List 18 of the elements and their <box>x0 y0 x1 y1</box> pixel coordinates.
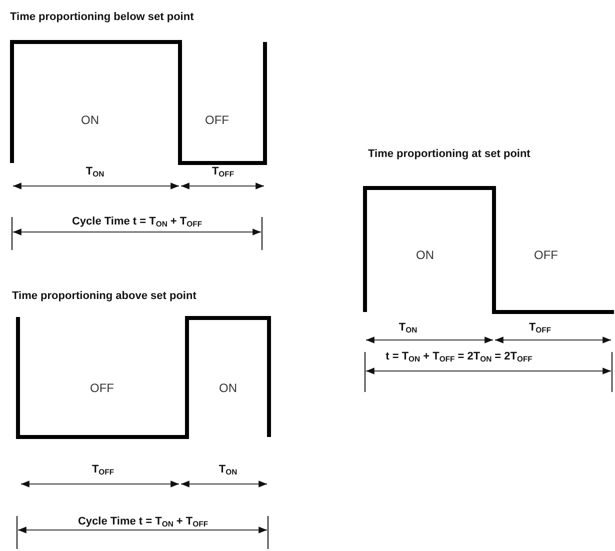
dimension-label: T$_{OFF}$ <box>528 322 552 334</box>
panel-title: Time proportioning below set point <box>10 11 194 23</box>
formula-label: t = T$_{ON}$ + T$_{OFF}$ = 2T$_{ON}$ = 2T$_{OFF}$ <box>386 350 532 364</box>
dimension-label: T$_{ON}$ <box>398 322 418 334</box>
state-label: ON <box>219 381 237 395</box>
dimension-label: T$_{ON}$ <box>218 464 238 476</box>
state-label: OFF <box>90 381 114 395</box>
state-label: ON <box>81 113 99 127</box>
panel-title: Time proportioning at set point <box>368 148 530 160</box>
panel-title: Time proportioning above set point <box>12 290 196 302</box>
dimension-label: T$_{ON}$ <box>86 166 104 178</box>
dimension-label: T$_{OFF}$ <box>212 166 234 178</box>
formula-label: Cycle Time t = T$_{ON}$ + T$_{OFF}$ <box>78 516 208 528</box>
state-label: OFF <box>534 248 558 262</box>
dimension-label: T$_{OFF}$ <box>92 464 114 476</box>
state-label: OFF <box>205 113 229 127</box>
state-label: ON <box>416 248 434 262</box>
formula-label: Cycle Time t = T$_{ON}$ + T$_{OFF}$ <box>72 216 202 228</box>
